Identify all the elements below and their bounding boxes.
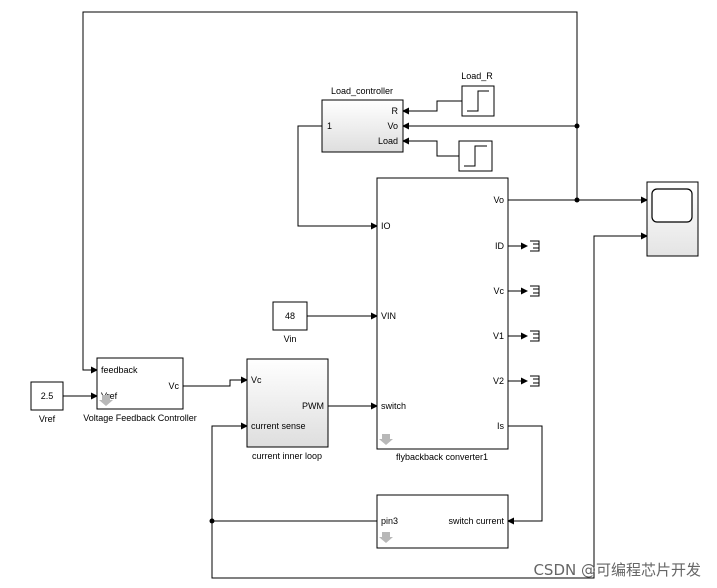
port-vo: Vo	[387, 121, 398, 131]
load-controller-block[interactable]: 1 R Vo Load Load_controller	[321, 86, 404, 153]
port-pwm: PWM	[302, 401, 324, 411]
port-vc: Vc	[493, 286, 504, 296]
port-id: ID	[495, 241, 505, 251]
vin-constant-block[interactable]: 48 Vin	[272, 301, 308, 344]
wire-scope-in2[interactable]	[211, 232, 648, 579]
terminator-v2[interactable]	[508, 375, 540, 387]
vref-value: 2.5	[41, 391, 54, 401]
step-icon	[464, 145, 487, 167]
terminator-v1[interactable]	[508, 330, 540, 342]
port-vin: VIN	[381, 311, 396, 321]
switch-current-block[interactable]: pin3 switch current	[376, 494, 509, 549]
port-in-1: 1	[327, 121, 332, 131]
port-switch-current: switch current	[448, 516, 504, 526]
branch-point	[574, 197, 580, 203]
wire-vc[interactable]	[183, 376, 248, 387]
wire-is[interactable]	[507, 425, 543, 525]
port-io: IO	[381, 221, 391, 231]
port-current-sense: current sense	[251, 421, 306, 431]
load-controller-title: Load_controller	[331, 86, 393, 96]
port-feedback: feedback	[101, 365, 138, 375]
vref-title: Vref	[39, 414, 56, 424]
wire-io[interactable]	[297, 125, 378, 230]
wire-feedback-loop[interactable]	[82, 11, 578, 374]
port-pin3: pin3	[381, 516, 398, 526]
load-r-title: Load_R	[461, 71, 493, 81]
flyback-converter-block[interactable]: IO VIN switch Vo ID Vc V1 V2 Is flybackb…	[376, 177, 509, 462]
wire-load-step[interactable]	[402, 137, 459, 157]
port-switch: switch	[381, 401, 406, 411]
branch-point	[209, 518, 215, 524]
terminator-vc[interactable]	[508, 285, 540, 297]
load-r-step-block[interactable]: Load_R	[461, 71, 495, 117]
voltage-feedback-controller-block[interactable]: feedback Vref Vc Voltage Feedback Contro…	[83, 357, 197, 423]
subsystem-arrow-icon	[379, 532, 393, 543]
subsystem-arrow-icon	[99, 395, 113, 406]
terminators	[508, 240, 540, 387]
port-vc: Vc	[251, 375, 262, 385]
terminator-id[interactable]	[508, 240, 540, 252]
flyback-title: flybackback converter1	[396, 452, 488, 462]
wire-load-r-step[interactable]	[402, 100, 462, 115]
port-load: Load	[378, 136, 398, 146]
vin-title: Vin	[284, 334, 297, 344]
subsystem-arrow-icon	[379, 434, 393, 445]
watermark: CSDN @可编程芯片开发	[533, 561, 701, 579]
scope-screen-icon	[651, 188, 693, 223]
port-vc: Vc	[168, 381, 179, 391]
current-inner-loop-block[interactable]: Vc current sense PWM current inner loop	[246, 358, 329, 461]
vref-constant-block[interactable]: 2.5 Vref	[30, 381, 64, 424]
port-v2: V2	[493, 376, 504, 386]
wires	[63, 11, 648, 579]
port-r: R	[392, 106, 399, 116]
vin-value: 48	[285, 311, 295, 321]
port-vo: Vo	[493, 195, 504, 205]
step-icon	[467, 90, 489, 112]
cil-title: current inner loop	[252, 451, 322, 461]
vfc-title: Voltage Feedback Controller	[83, 413, 197, 423]
branch-point	[574, 123, 580, 129]
port-v1: V1	[493, 331, 504, 341]
wire-current-sense[interactable]	[211, 422, 377, 522]
scope-block[interactable]	[646, 181, 699, 257]
load-step-block[interactable]	[458, 140, 493, 172]
port-is: Is	[497, 421, 505, 431]
